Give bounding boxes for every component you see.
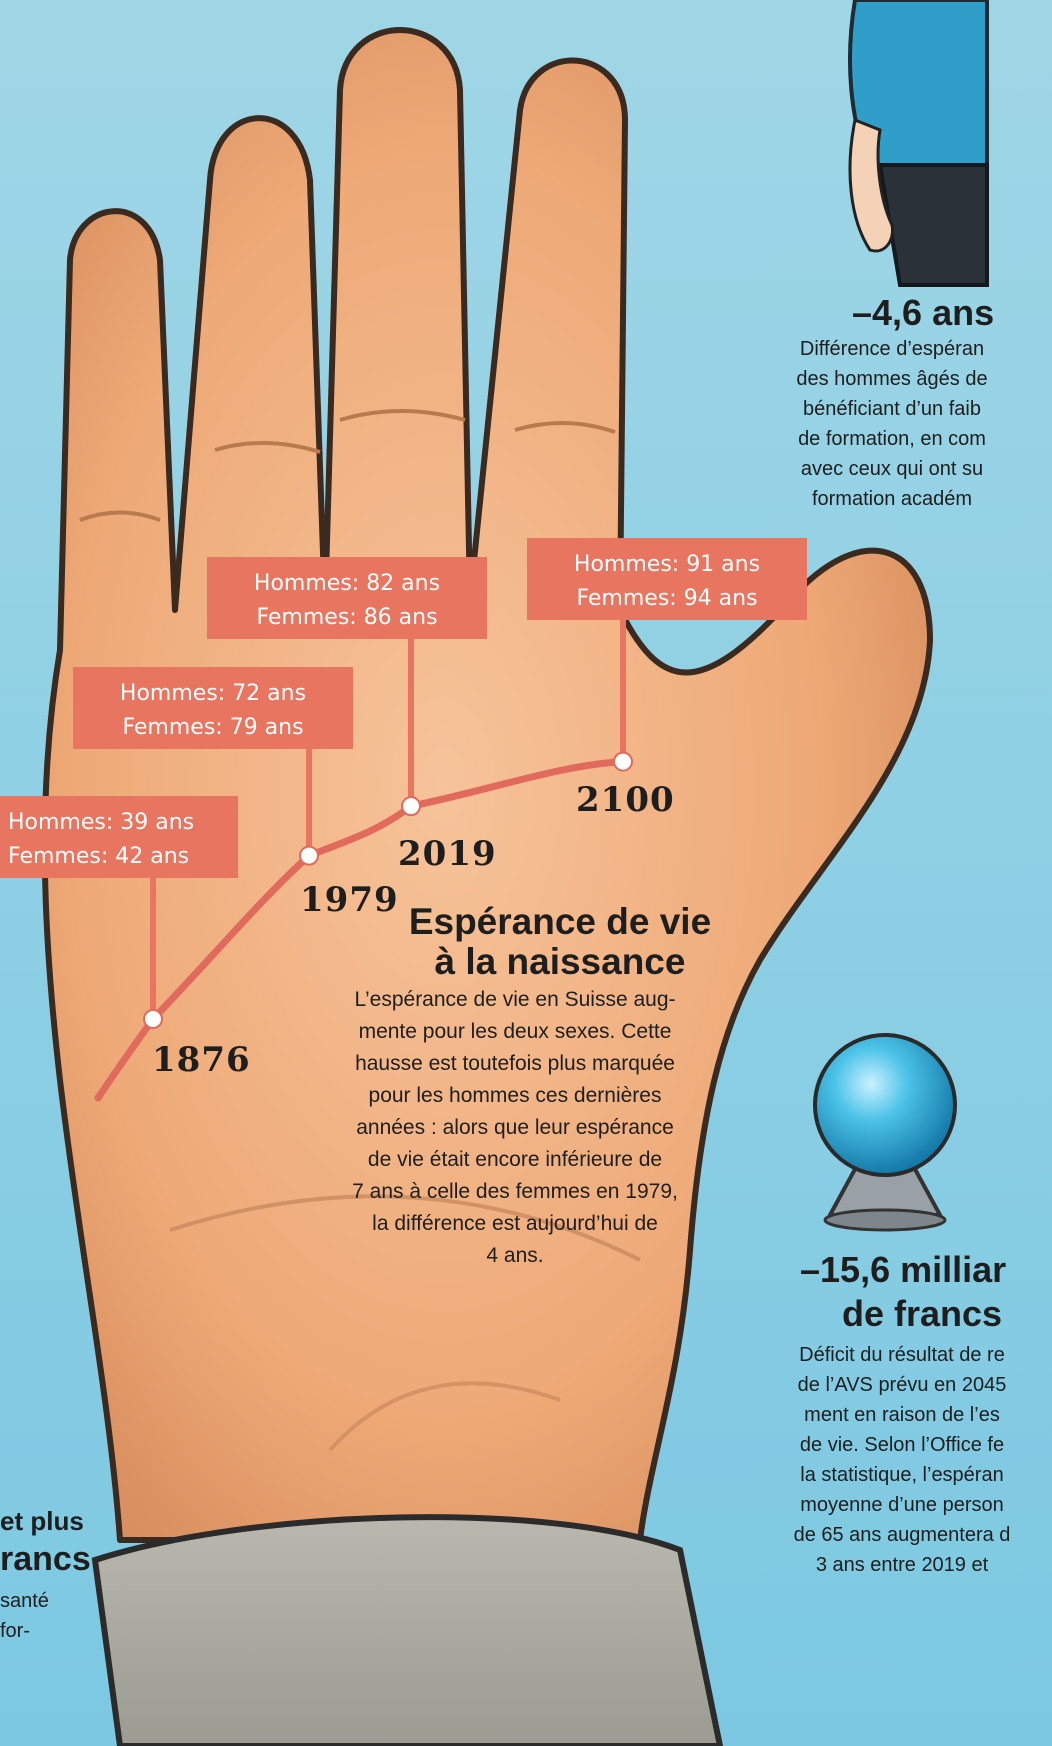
chart-title: Espérance de vie à la naissance xyxy=(380,902,740,982)
health-stat-value-line: rancs xyxy=(0,1540,91,1578)
avs-stat-line: de 65 ans augmentera d xyxy=(793,1524,1011,1546)
crystal-ball-illustration xyxy=(813,1033,957,1232)
avs-stat-value-line: de francs xyxy=(842,1293,1003,1334)
chart-title-line-1: Espérance de vie xyxy=(408,901,712,942)
callout-box-1876: Hommes: 39 ans Femmes: 42 ans xyxy=(0,796,238,878)
education-stat-text: Différence d’espéran des hommes âgés de … xyxy=(742,334,1042,514)
callout-women-2019: Femmes: 86 ans xyxy=(256,605,438,630)
health-stat-line: santé xyxy=(0,1590,49,1612)
avs-stat-value-line: –15,6 milliar xyxy=(800,1249,1007,1290)
man-illustration xyxy=(848,0,989,287)
chart-description-line: la différence est aujourd’hui de xyxy=(372,1212,658,1235)
education-stat-line: avec ceux qui ont su xyxy=(800,458,984,480)
sleeve-illustration xyxy=(91,1514,724,1746)
callout-men-1876: Hommes: 39 ans xyxy=(8,810,195,835)
avs-stat-line: 3 ans entre 2019 et xyxy=(815,1554,989,1576)
callout-box-2100: Hommes: 91 ans Femmes: 94 ans xyxy=(527,538,807,620)
education-stat-value: –4,6 ans xyxy=(852,292,995,333)
health-stat-text: santé for- xyxy=(0,1586,49,1646)
data-point-1979 xyxy=(299,845,319,866)
health-stat-value: et plus rancs xyxy=(0,1502,91,1578)
health-stat-line: for- xyxy=(0,1620,30,1642)
callout-women-1979: Femmes: 79 ans xyxy=(122,715,304,740)
avs-stat-line: ment en raison de l’es xyxy=(804,1404,1000,1426)
education-stat-line: des hommes âgés de xyxy=(796,368,988,390)
health-stat-value-line: et plus xyxy=(0,1506,84,1536)
chart-description-line: hausse est toutefois plus marquée xyxy=(355,1052,675,1075)
data-point-1876 xyxy=(143,1009,163,1029)
education-stat-line: bénéficiant d’un faib xyxy=(803,398,981,420)
chart-description-line: mente pour les deux sexes. Cette xyxy=(358,1020,672,1043)
chart-title-line-2: à la naissance xyxy=(434,941,686,982)
callout-box-2019: Hommes: 82 ans Femmes: 86 ans xyxy=(207,557,487,639)
chart-description-line: années : alors que leur espérance xyxy=(356,1116,674,1139)
x-label-1979: 1979 xyxy=(300,880,399,920)
chart-description-line: L’espérance de vie en Suisse aug- xyxy=(354,988,676,1011)
education-stat-line: Différence d’espéran xyxy=(799,338,985,360)
data-point-2019 xyxy=(401,796,421,817)
avs-stat-text: Déficit du résultat de re de l’AVS prévu… xyxy=(752,1340,1052,1580)
avs-stat-line: de vie. Selon l’Office fe xyxy=(799,1434,1005,1456)
callout-men-1979: Hommes: 72 ans xyxy=(119,681,307,706)
avs-stat-line: Déficit du résultat de re xyxy=(799,1344,1005,1366)
chart-description-line: 4 ans. xyxy=(486,1244,544,1267)
chart-description-line: 7 ans à celle des femmes en 1979, xyxy=(352,1180,678,1203)
callout-men-2019: Hommes: 82 ans xyxy=(253,571,441,596)
avs-stat-value: –15,6 milliar de francs xyxy=(800,1248,1006,1336)
avs-stat-line: de l’AVS prévu en 2045 xyxy=(797,1374,1007,1396)
education-stat-line: de formation, en com xyxy=(798,428,986,450)
chart-description-line: pour les hommes ces dernières xyxy=(368,1084,662,1107)
callout-women-1876: Femmes: 42 ans xyxy=(8,844,190,869)
callout-women-2100: Femmes: 94 ans xyxy=(576,586,758,611)
callout-box-1979: Hommes: 72 ans Femmes: 79 ans xyxy=(73,667,353,749)
x-label-2019: 2019 xyxy=(398,834,497,874)
avs-stat-line: la statistique, l’espéran xyxy=(800,1464,1004,1486)
data-point-2100 xyxy=(613,751,633,772)
callout-men-2100: Hommes: 91 ans xyxy=(573,552,761,577)
avs-stat-line: moyenne d’une person xyxy=(800,1494,1004,1516)
chart-description: L’espérance de vie en Suisse aug- mente … xyxy=(300,984,730,1272)
chart-description-line: de vie était encore inférieure de xyxy=(367,1148,663,1171)
life-expectancy-chart xyxy=(94,620,633,1102)
x-label-1876: 1876 xyxy=(152,1040,251,1080)
x-label-2100: 2100 xyxy=(576,780,675,820)
education-stat-line: formation académ xyxy=(811,488,973,510)
